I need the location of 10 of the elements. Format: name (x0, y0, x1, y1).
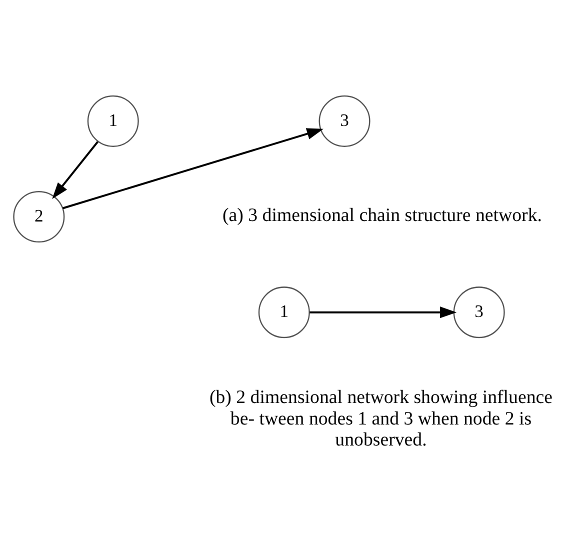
label: (a) 3 dimensional chain structure network. (222, 204, 542, 226)
node-circle: 1 (87, 94, 139, 146)
node-circle: 1 (258, 286, 310, 338)
node-circle: 2 (13, 190, 65, 242)
arrow (310, 306, 457, 318)
node-circle: 3 (318, 94, 370, 146)
arrow (52, 140, 99, 198)
arrow (62, 128, 324, 209)
label: (b) 2 dimensional network showing influence be- tween nodes 1 and 3 when node 2 is unobserved. (209, 386, 553, 450)
node-circle: 3 (453, 286, 505, 338)
